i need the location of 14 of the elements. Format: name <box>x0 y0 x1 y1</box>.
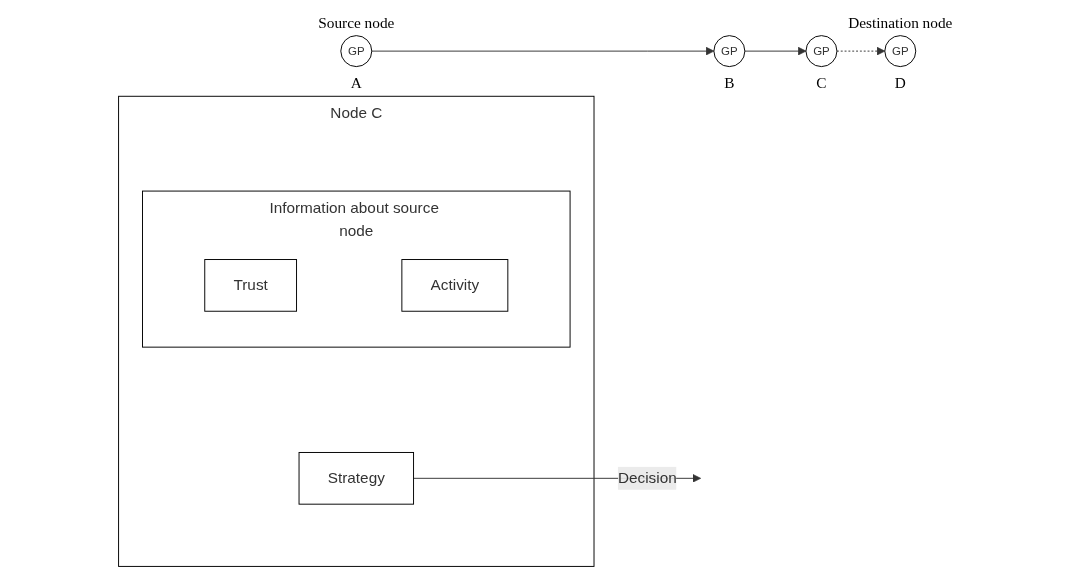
node-circle: GP <box>805 35 837 68</box>
node-caption: C <box>815 73 827 91</box>
node-circle: GP <box>339 35 372 68</box>
node-box: Activity <box>400 259 508 312</box>
node-caption: Source node <box>317 13 394 31</box>
node-box: Strategy <box>298 452 414 505</box>
node-caption: B <box>723 73 734 91</box>
node-caption: Destination node <box>847 13 952 31</box>
node-circle: GP <box>883 35 916 68</box>
node-box: Trust <box>203 259 297 312</box>
node-caption: D <box>894 73 906 91</box>
edge-label: Decision <box>617 469 677 486</box>
node-caption: A <box>350 73 362 91</box>
node-circle: GP <box>712 35 745 68</box>
